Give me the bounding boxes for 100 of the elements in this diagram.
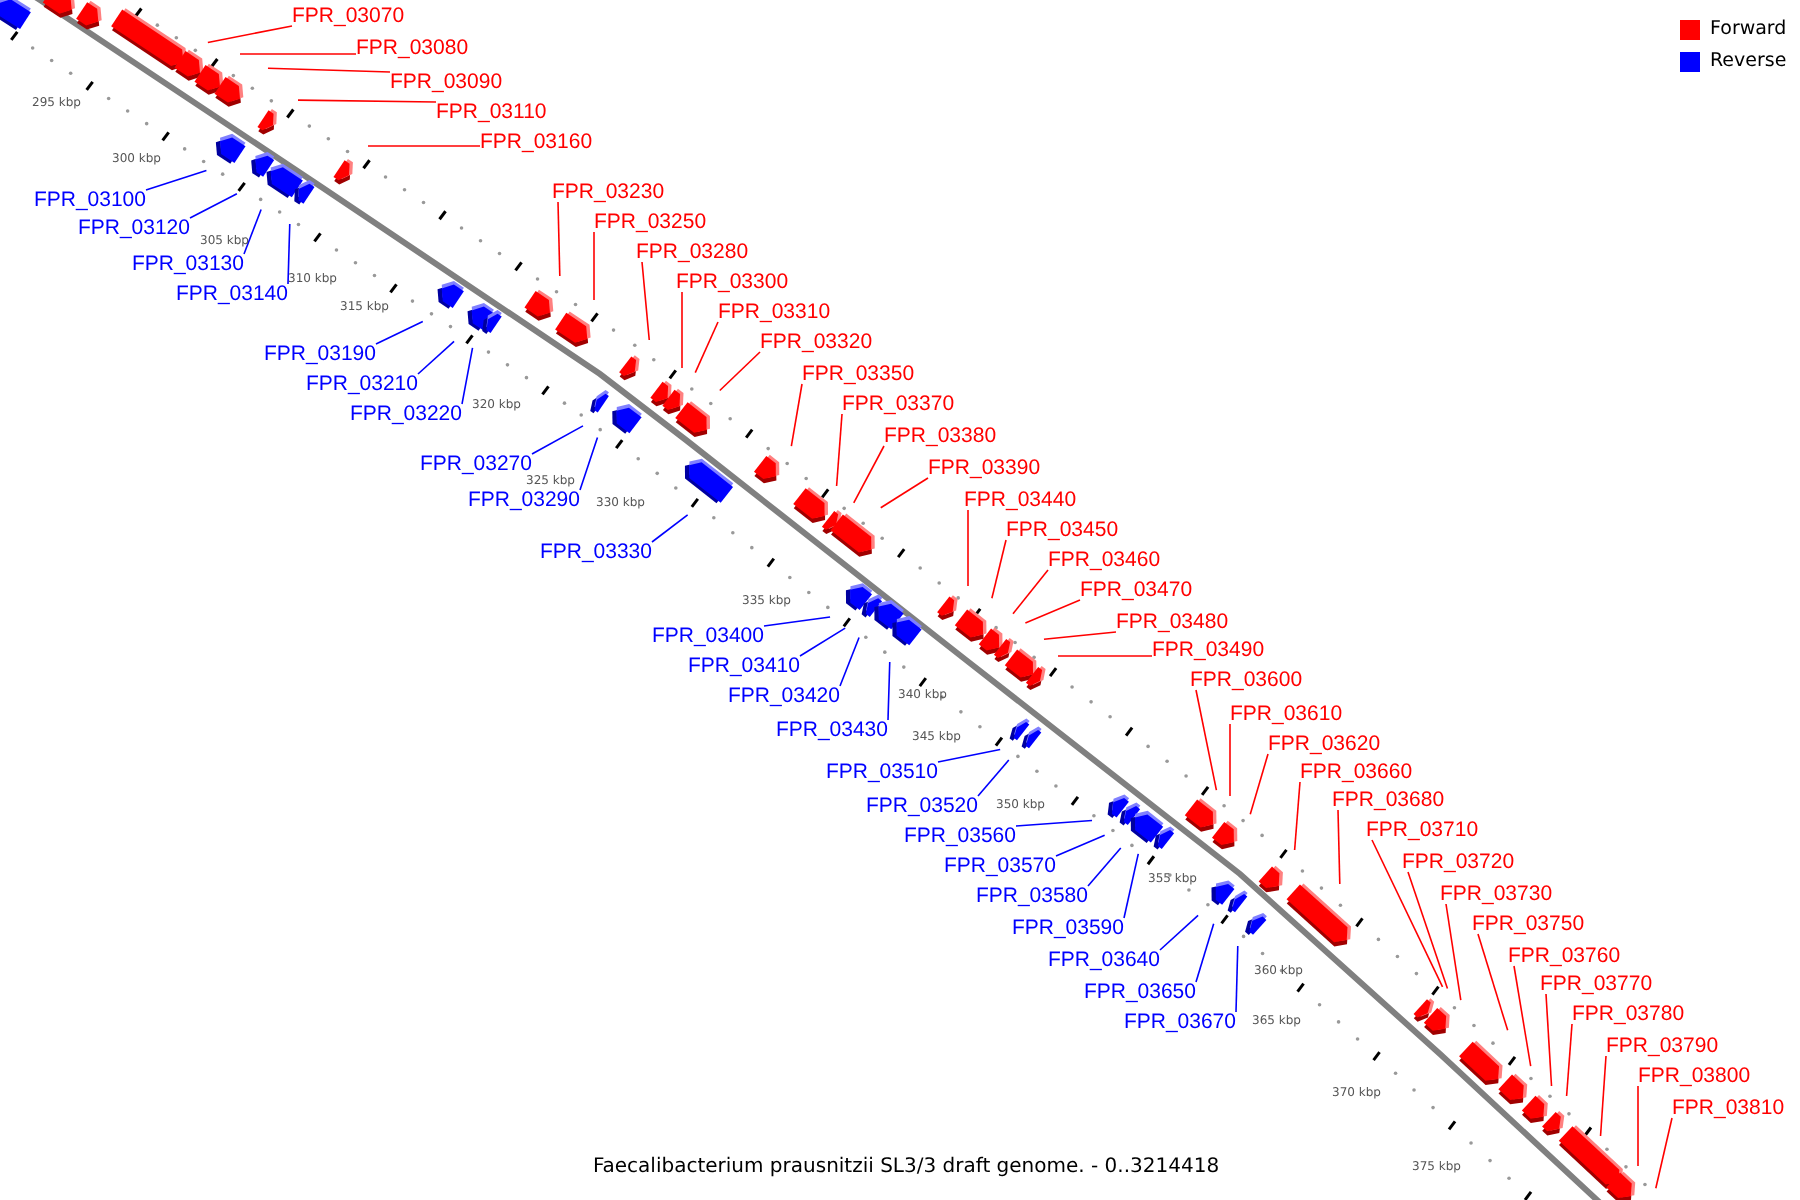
gene-label: FPR_03590 xyxy=(1011,916,1124,940)
leader-line xyxy=(879,477,929,509)
leader-line xyxy=(1087,847,1122,887)
gene-label: FPR_03250 xyxy=(594,210,707,234)
gene-label: FPR_03510 xyxy=(825,760,938,784)
leader-line xyxy=(297,99,437,103)
gene-label: FPR_03750 xyxy=(1472,912,1585,936)
gene-label: FPR_03490 xyxy=(1152,638,1265,662)
gene-label: FPR_03380 xyxy=(884,424,997,448)
leader-line xyxy=(239,53,357,55)
leader-line xyxy=(375,320,424,345)
leader-line xyxy=(852,445,885,504)
leader-line xyxy=(1043,631,1117,640)
gene-label: FPR_03070 xyxy=(292,4,405,28)
gene-label: FPR_03400 xyxy=(651,624,764,648)
gene-label: FPR_03410 xyxy=(687,654,800,678)
leader-line xyxy=(839,636,860,687)
gene-label: FPR_03780 xyxy=(1572,1002,1685,1026)
gene-label: FPR_03100 xyxy=(33,188,146,212)
leader-line xyxy=(1545,993,1553,1087)
leader-line xyxy=(1229,723,1231,797)
leader-line xyxy=(1513,965,1532,1067)
leader-line xyxy=(1249,753,1269,816)
leader-line xyxy=(243,208,262,255)
gene-label: FPR_03580 xyxy=(975,884,1088,908)
gene-label: FPR_03280 xyxy=(636,240,749,264)
leader-line xyxy=(1565,1023,1573,1097)
leader-line xyxy=(145,169,208,191)
leader-line xyxy=(719,351,761,392)
leader-line xyxy=(1012,569,1049,615)
gene-label: FPR_03130 xyxy=(131,252,244,276)
gene-label: FPR_03270 xyxy=(419,452,532,476)
gene-label: FPR_03230 xyxy=(552,180,665,204)
gene-label: FPR_03710 xyxy=(1366,818,1479,842)
gene-label: FPR_03800 xyxy=(1638,1064,1751,1088)
gene-label: FPR_03450 xyxy=(1006,518,1119,542)
gene-label: FPR_03330 xyxy=(539,540,652,564)
gene-label: FPR_03600 xyxy=(1190,668,1303,692)
legend-label: Reverse xyxy=(1710,50,1787,72)
gene-label: FPR_03660 xyxy=(1300,760,1413,784)
leader-line xyxy=(1477,933,1509,1032)
leader-line xyxy=(1024,599,1081,624)
leader-line xyxy=(651,514,689,543)
leader-line xyxy=(1445,903,1462,1001)
gene-label: FPR_03560 xyxy=(903,824,1016,848)
gene-label: FPR_03300 xyxy=(676,270,789,294)
leader-line xyxy=(557,201,561,277)
gene-label: FPR_03290 xyxy=(467,488,580,512)
leader-line xyxy=(1055,834,1106,857)
gene-label: FPR_03670 xyxy=(1123,1010,1236,1034)
leader-line xyxy=(681,291,683,369)
gene-label: FPR_03610 xyxy=(1230,702,1343,726)
gene-label: FPR_03440 xyxy=(964,488,1077,512)
gene-label: FPR_03310 xyxy=(718,300,831,324)
leader-line xyxy=(1123,853,1140,919)
gene-label: FPR_03790 xyxy=(1606,1034,1719,1058)
gene-label: FPR_03420 xyxy=(727,684,840,708)
leader-line xyxy=(417,340,455,375)
leader-line xyxy=(694,321,719,374)
gene-label: FPR_03390 xyxy=(928,456,1041,480)
leader-line xyxy=(1371,839,1444,988)
gene-label: FPR_03190 xyxy=(263,342,376,366)
gene-label: FPR_03470 xyxy=(1080,578,1193,602)
legend-label: Forward xyxy=(1710,18,1787,40)
leader-line xyxy=(267,67,391,73)
leader-line xyxy=(1057,655,1153,657)
gene-label: FPR_03210 xyxy=(305,372,418,396)
gene-label: FPR_03640 xyxy=(1047,948,1160,972)
gene-label: FPR_03720 xyxy=(1402,850,1515,874)
leader-line xyxy=(991,539,1007,600)
caption: Faecalibacterium prausnitzii SL3/3 draft genome. - 0..3214418 xyxy=(592,1156,1220,1180)
leader-line xyxy=(1159,914,1199,951)
leader-line xyxy=(579,436,599,491)
gene-label: FPR_03620 xyxy=(1268,732,1381,756)
gene-label: FPR_03650 xyxy=(1083,980,1196,1004)
leader-line xyxy=(1599,1055,1607,1137)
leader-line xyxy=(531,425,584,455)
leader-line xyxy=(763,616,831,627)
leader-line xyxy=(790,383,803,447)
gene-label: FPR_03810 xyxy=(1672,1096,1785,1120)
leader-line xyxy=(1235,945,1239,1013)
gene-label: FPR_03680 xyxy=(1332,788,1445,812)
gene-label: FPR_03570 xyxy=(943,854,1056,878)
leader-line xyxy=(1337,809,1341,885)
gene-label: FPR_03370 xyxy=(842,392,955,416)
leader-line xyxy=(189,192,238,219)
leader-line xyxy=(835,413,843,487)
leader-line xyxy=(887,661,891,721)
leader-line xyxy=(1293,781,1301,851)
leader-line xyxy=(461,347,474,405)
gene-label: FPR_03320 xyxy=(760,330,873,354)
leader-line xyxy=(207,25,293,44)
leader-line xyxy=(1655,1117,1673,1189)
gene-label: FPR_03520 xyxy=(865,794,978,818)
gene-label: FPR_03770 xyxy=(1540,972,1653,996)
leader-line xyxy=(967,509,969,587)
gene-label: FPR_03480 xyxy=(1116,610,1229,634)
leader-line xyxy=(1195,689,1218,791)
leader-line xyxy=(287,223,291,285)
leader-line xyxy=(593,231,595,301)
